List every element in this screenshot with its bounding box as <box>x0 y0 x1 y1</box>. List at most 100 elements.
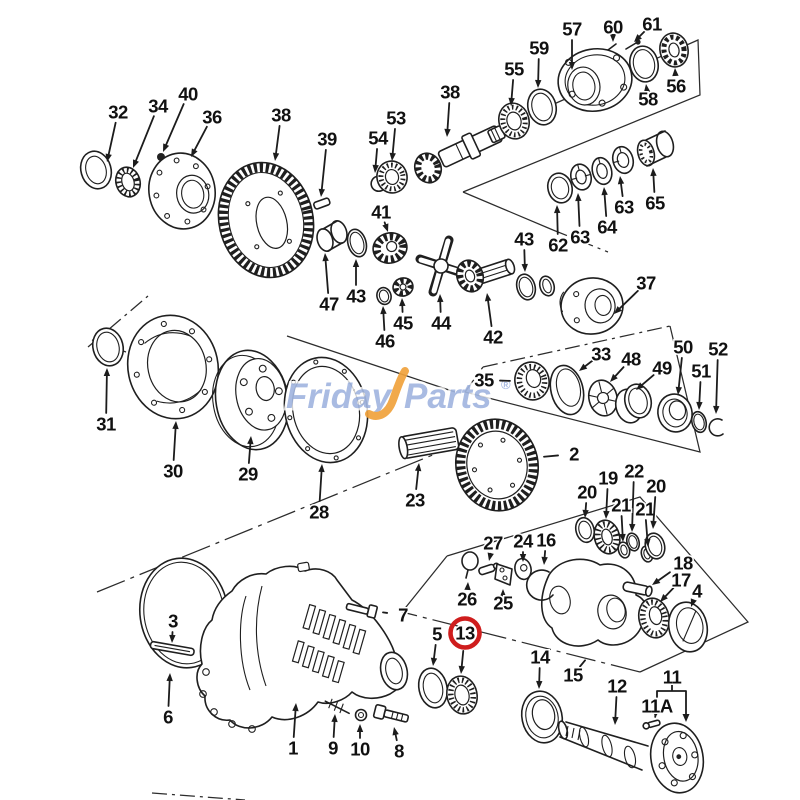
part-label-8-70: 8 <box>392 727 406 763</box>
part-label-51-39: 51 <box>690 359 713 410</box>
part-number-52: 52 <box>708 339 728 360</box>
part-17-drawing <box>637 597 671 639</box>
part-label-5-58: 5 <box>431 622 444 666</box>
part-28-drawing <box>283 356 369 464</box>
part-label-50-38: 50 <box>672 335 695 395</box>
part-58-drawing <box>629 45 659 83</box>
part-number-62: 62 <box>548 235 568 256</box>
part-11a-drawing <box>642 719 661 730</box>
part-36-drawing <box>148 152 216 230</box>
part-label-9-68: 9 <box>327 714 340 760</box>
part-4-drawing <box>667 601 709 653</box>
part-9-drawing <box>324 698 350 715</box>
part-number-21: 21 <box>635 499 655 520</box>
part-label-20-43: 20 <box>576 480 599 518</box>
part-41-drawing <box>372 232 408 264</box>
part-label-61-13: 61 <box>634 12 664 42</box>
part-label-6-66: 6 <box>162 673 175 729</box>
part-label-65-20: 65 <box>644 168 667 215</box>
part-label-38-8: 38 <box>439 80 462 137</box>
part-21a-drawing <box>617 541 631 559</box>
part-number-58: 58 <box>638 89 658 110</box>
part-number-8: 8 <box>394 741 404 762</box>
part-31-drawing <box>91 327 125 367</box>
part-label-31-30: 31 <box>95 368 118 436</box>
part-number-63: 63 <box>570 227 590 248</box>
part-43b-drawing <box>515 273 537 301</box>
part-label-23-42: 23 <box>404 463 427 512</box>
part-number-7: 7 <box>398 605 408 626</box>
part-label-42-27: 42 <box>482 293 505 349</box>
part-45-drawing <box>392 277 414 297</box>
part-number-39: 39 <box>317 129 337 150</box>
part-7-drawing <box>345 602 379 619</box>
part-label-60-12: 60 <box>602 15 625 42</box>
part-46-drawing <box>376 286 392 306</box>
part-10-drawing <box>354 708 368 722</box>
part-number-11A: 11A <box>641 696 673 717</box>
part-number-41: 41 <box>371 202 391 223</box>
part-label-39-5: 39 <box>316 127 339 197</box>
part-64-drawing <box>591 156 613 186</box>
part-label-27-50: 27 <box>482 531 505 561</box>
part-57-drawing <box>557 48 633 112</box>
part-label-19-44: 19 <box>597 466 620 519</box>
part-label-57-11: 57 <box>561 17 584 70</box>
part-label-58-14: 58 <box>637 84 660 111</box>
part-number-19: 19 <box>598 468 618 489</box>
part-label-40-2: 40 <box>163 82 200 152</box>
part-label-62-16: 62 <box>547 205 570 257</box>
part-number-16: 16 <box>536 530 556 551</box>
watermark-brand-right: Parts <box>404 377 492 416</box>
part-number-6: 6 <box>163 707 173 728</box>
part-39-drawing <box>313 197 331 210</box>
part-60-drawing <box>607 43 617 51</box>
part-number-37: 37 <box>636 273 656 294</box>
part-number-12: 12 <box>607 676 627 697</box>
part-label-48-36: 48 <box>610 347 643 382</box>
part-label-54-6: 54 <box>367 126 391 173</box>
part-number-40: 40 <box>178 84 198 105</box>
part-50-drawing <box>657 393 693 433</box>
part-label-41-21: 41 <box>370 200 393 232</box>
part-number-48: 48 <box>621 349 641 370</box>
part-label-63-17: 63 <box>569 193 592 249</box>
part-label-4-56: 4 <box>691 579 705 607</box>
watermark-brand-left: Friday <box>286 377 393 416</box>
part-62-drawing <box>546 172 574 204</box>
part-number-22: 22 <box>624 461 644 482</box>
part-19-drawing <box>593 519 621 555</box>
part-label-32-0: 32 <box>105 100 130 162</box>
part-44-spider-drawing <box>415 235 467 297</box>
part-number-27: 27 <box>483 533 503 554</box>
part-label-28-33: 28 <box>308 464 331 524</box>
part-33-drawing <box>549 364 585 416</box>
part-bushing-37-drawing <box>538 275 556 297</box>
part-number-23: 23 <box>405 490 425 511</box>
part-label-43-23: 43 <box>345 259 368 308</box>
part-label-63-19: 63 <box>613 176 636 219</box>
part-label-29-32: 29 <box>237 436 260 486</box>
part-label-64-18: 64 <box>596 187 620 239</box>
part-number-13: 13 <box>455 623 475 644</box>
part-65-drawing <box>636 130 675 167</box>
part-3-drawing <box>149 640 195 657</box>
part-number-4: 4 <box>692 581 703 602</box>
part-number-47: 47 <box>319 294 339 315</box>
part-label-46-24: 46 <box>374 306 397 353</box>
part-23-drawing <box>398 427 460 460</box>
part-number-61: 61 <box>642 14 662 35</box>
part-label-24-51: 24 <box>512 529 536 562</box>
parts-artwork <box>79 32 724 794</box>
part-number-15: 15 <box>563 665 583 686</box>
part-56-drawing <box>659 32 689 68</box>
part-number-33: 33 <box>591 344 611 365</box>
part-number-14: 14 <box>530 647 551 668</box>
part-number-53: 53 <box>386 108 406 129</box>
part-number-36: 36 <box>202 107 222 128</box>
part-number-38: 38 <box>440 82 460 103</box>
part-number-28: 28 <box>309 502 329 523</box>
part-label-55-9: 55 <box>503 57 526 106</box>
part-label-45-25: 45 <box>392 298 415 335</box>
